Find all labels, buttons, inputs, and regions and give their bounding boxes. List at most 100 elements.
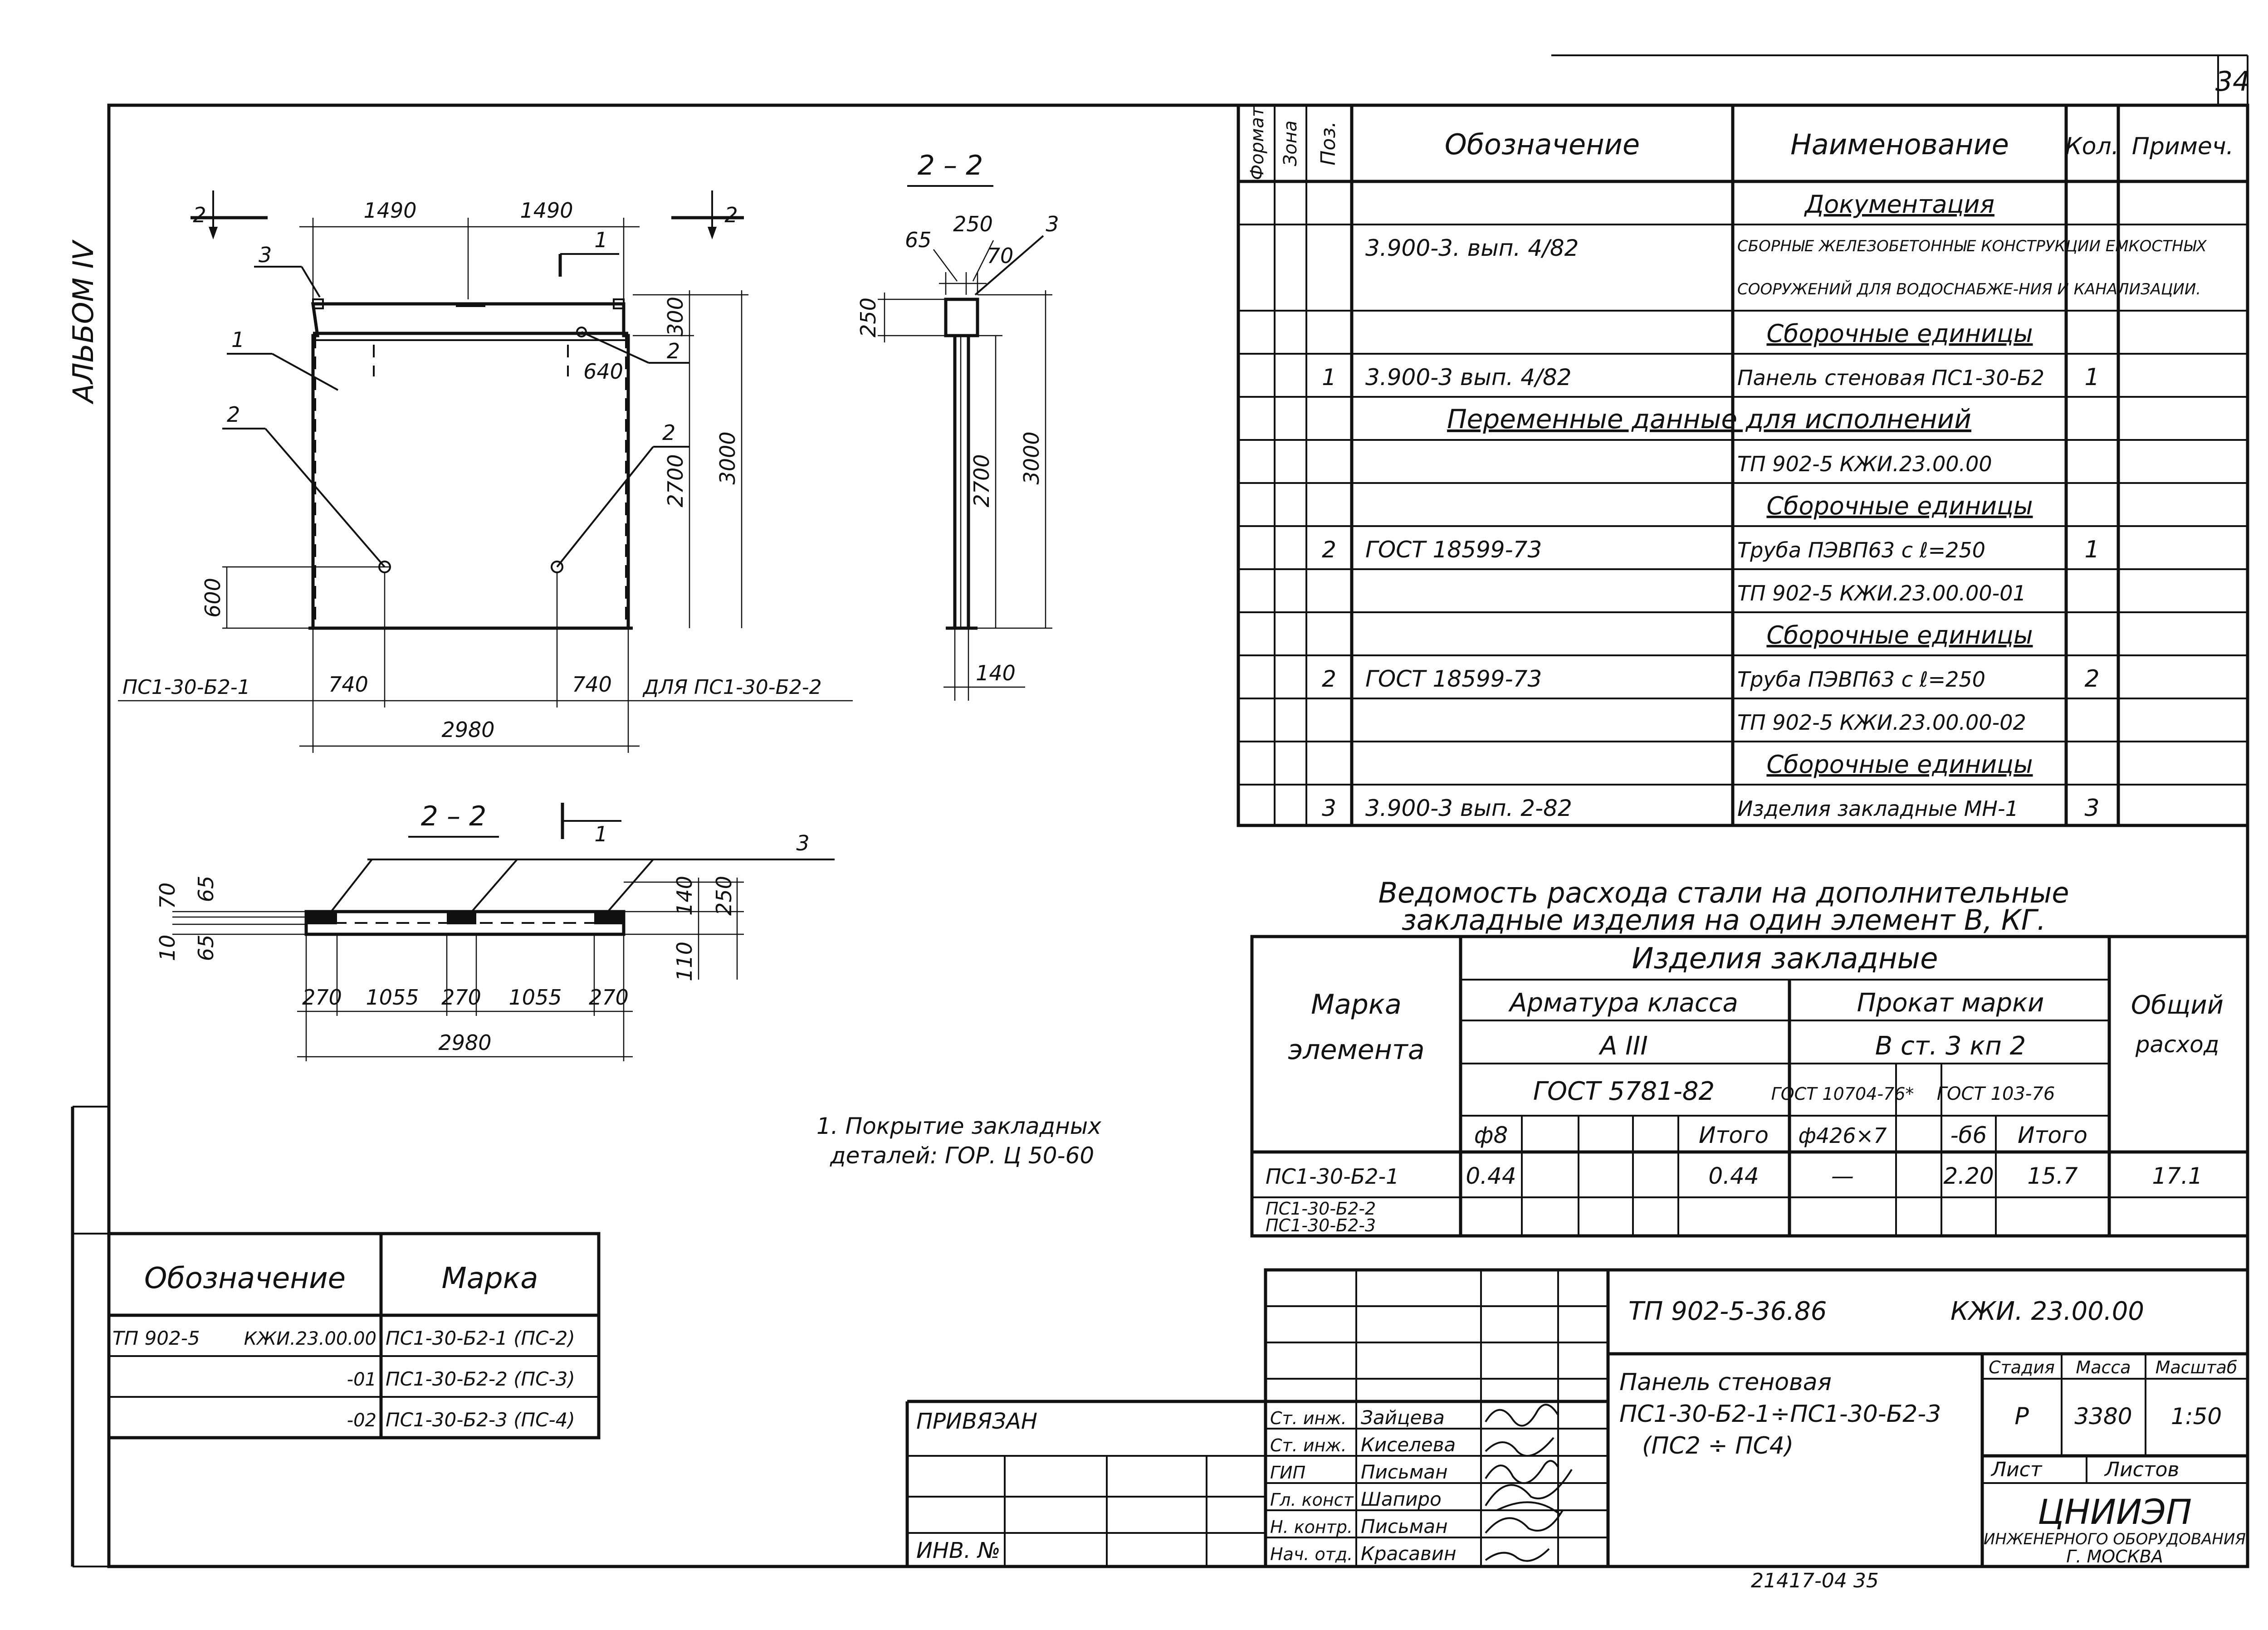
spec-row-name: ТП 902-5 КЖИ.23.00.00-01	[1737, 581, 2026, 605]
marks-row1-m: ПС1-30-Б2-1 (ПС-2)	[386, 1327, 575, 1349]
callout-2-right: 2	[662, 420, 675, 445]
steel-row1-mark: ПС1-30-Б2-1	[1266, 1164, 1399, 1189]
stamp-doc-code: ТП 902-5-36.86	[1628, 1297, 1827, 1326]
steel-col-d8: ф8	[1474, 1122, 1508, 1148]
spec-row-name: Труба ПЭВП63 с ℓ=250	[1737, 667, 1985, 692]
spec-row-name: Изделия закладные МН-1	[1737, 796, 2019, 821]
stamp-org-3: Г. МОСКВА	[2066, 1547, 2163, 1567]
signature-role: Ст. инж.	[1270, 1408, 1347, 1428]
steel-rebar-class: Арматура класса	[1508, 988, 1738, 1018]
dim-250-left: 250	[856, 298, 880, 337]
stamp-mass: 3380	[2074, 1403, 2132, 1430]
spec-row-name: ТП 902-5 КЖИ.23.00.00	[1737, 452, 1992, 476]
dim-left-600: 600	[200, 578, 225, 618]
spec-row-name: ТП 902-5 КЖИ.23.00.00-02	[1737, 710, 2026, 735]
signature-role: ГИП	[1270, 1463, 1305, 1483]
signature-name: Киселева	[1361, 1434, 1456, 1456]
spec-row-name: Сборочные единицы	[1766, 492, 2033, 520]
caption-left-mark: ПС1-30-Б2-1	[122, 676, 250, 699]
marks-row3-b: -02	[347, 1410, 376, 1431]
spec-row-qty: 1	[2084, 536, 2099, 563]
steel-row2-mark-a: ПС1-30-Б2-2	[1266, 1199, 1376, 1219]
steel-row1-total1: 0.44	[1708, 1163, 1759, 1189]
spec-row-qty: 3	[2084, 795, 2099, 822]
stamp-stage: Р	[2014, 1403, 2029, 1430]
marks-header-code: Обозначение	[144, 1262, 346, 1295]
section-mark-right: 2	[724, 203, 738, 227]
signature-role: Н. контр.	[1270, 1517, 1353, 1537]
signature-name: Письман	[1361, 1461, 1448, 1483]
callout-1: 1	[231, 327, 244, 352]
section-vertical: 2 – 2 65 250 70 3 250 2700 3000 140	[856, 150, 1059, 701]
dim-bottom-740-right: 740	[572, 672, 612, 697]
marks-row1-b: КЖИ.23.00.00	[244, 1328, 376, 1349]
dim-top-1: 1490	[363, 198, 416, 223]
spec-header-code: Обозначение	[1445, 128, 1640, 161]
spec-header-name: Наименование	[1790, 128, 2009, 161]
spec-row-pos: 2	[1322, 537, 1336, 563]
stamp-scale-header: Масштаб	[2156, 1357, 2238, 1377]
steel-rebar-gost: ГОСТ 5781-82	[1533, 1077, 1715, 1106]
marks-row2-m: ПС1-30-Б2-2 (ПС-3)	[386, 1368, 575, 1390]
stamp-linked: ПРИВЯЗАН	[916, 1409, 1037, 1434]
spec-row-name: Панель стеновая ПС1-30-Б2	[1737, 366, 2044, 390]
spec-row-name: СООРУЖЕНИЙ ДЛЯ ВОДОСНАБЖЕ-НИЯ И КАНАЛИЗА…	[1737, 280, 2201, 298]
dim-h-10: 10	[155, 935, 180, 961]
callout-2-left: 2	[227, 402, 240, 427]
spec-row-pos: 1	[1322, 364, 1336, 390]
callout-3: 3	[259, 243, 272, 267]
stamp-org-2: ИНЖЕНЕРНОГО ОБОРУДОВАНИЯ	[1984, 1530, 2246, 1548]
steel-col-total1: Итого	[1699, 1122, 1769, 1148]
stamp-title-3: (ПС2 ÷ ПС4)	[1642, 1432, 1794, 1459]
stamp-title-1: Панель стеновая	[1619, 1369, 1832, 1396]
signature-name: Красавин	[1361, 1542, 1457, 1565]
spec-row-qty: 1	[2084, 364, 2099, 391]
spec-header-qty: Кол.	[2065, 133, 2119, 160]
steel-rolled: Прокат марки	[1857, 988, 2044, 1018]
dim-250-top: 250	[953, 212, 993, 236]
dim-3000-vertical: 3000	[1019, 431, 1044, 484]
dim-h-110: 110	[672, 942, 697, 981]
dim-2700-vertical: 2700	[969, 454, 994, 507]
stamp-scale: 1:50	[2171, 1403, 2222, 1430]
signature-role: Гл. конст	[1270, 1490, 1354, 1510]
spec-header-format: Формат	[1247, 106, 1268, 180]
spec-row-name: Труба ПЭВП63 с ℓ=250	[1737, 538, 1985, 562]
dim-h-65-bottom: 65	[194, 935, 218, 961]
bottom-code: 21417-04 35	[1751, 1569, 1879, 1592]
spec-row-code: 3.900-3. вып. 4/82	[1365, 235, 1579, 261]
callout-3-horizontal: 3	[796, 831, 809, 855]
spec-header-zone: Зона	[1280, 121, 1301, 166]
steel-row2-mark-b: ПС1-30-Б2-3	[1266, 1215, 1376, 1235]
dim-140-vertical: 140	[976, 661, 1016, 685]
dim-h-70: 70	[155, 883, 180, 909]
stamp-sheet: Лист	[1990, 1458, 2043, 1481]
steel-row1-total2: 15.7	[2027, 1163, 2078, 1189]
dim-h-1055-1: 1055	[366, 985, 419, 1010]
page-number: 34	[2215, 66, 2250, 98]
stamp-mass-header: Масса	[2076, 1357, 2131, 1377]
spec-row-pos: 3	[1322, 795, 1336, 821]
marks-table: Обозначение Марка ТП 902-5 КЖИ.23.00.00 …	[107, 1232, 601, 1440]
steel-row1-d8: 0.44	[1466, 1163, 1516, 1189]
stamp-stage-header: Стадия	[1989, 1357, 2055, 1377]
spec-row-name: СБОРНЫЕ ЖЕЛЕЗОБЕТОННЫЕ КОНСТРУКЦИИ ЕМКОС…	[1737, 237, 2207, 255]
stamp-title-2: ПС1-30-Б2-1÷ПС1-30-Б2-3	[1619, 1401, 1941, 1428]
spec-row-name: Переменные данные для исполнений	[1447, 404, 1971, 434]
steel-title-line-2: закладные изделия на один элемент В, КГ.	[1402, 903, 2046, 937]
steel-row1-pipe: —	[1831, 1163, 1854, 1189]
spec-row-code: 3.900-3 вып. 4/82	[1365, 364, 1572, 390]
callout-2-upper: 2	[667, 339, 680, 363]
steel-col-b6: -б6	[1950, 1122, 1987, 1148]
dim-h-270-1: 270	[302, 985, 342, 1010]
dim-h-250: 250	[712, 876, 736, 916]
dim-top-2: 1490	[520, 198, 573, 223]
album-label: АЛЬБОМ IV	[67, 239, 100, 405]
stamp-org-1: ЦНИИЭП	[2038, 1492, 2192, 1532]
cut-mark-1: 1	[594, 228, 607, 252]
sheet-frame	[71, 54, 2249, 1568]
marks-row2-b: -01	[347, 1369, 376, 1390]
spec-row-name: Сборочные единицы	[1766, 319, 2033, 348]
stamp-inv: ИНВ. №	[916, 1538, 1000, 1563]
